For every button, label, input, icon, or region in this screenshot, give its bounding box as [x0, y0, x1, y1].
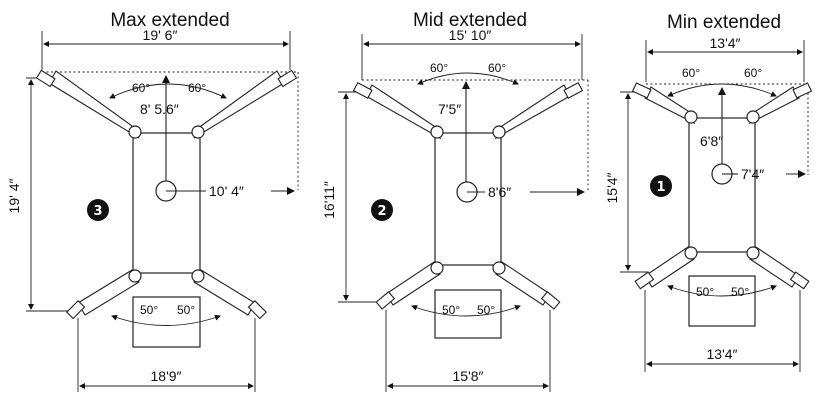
position-badge-number: 2: [377, 204, 386, 219]
bottom-angle-left: 50°: [442, 303, 460, 317]
position-badge: [87, 199, 109, 221]
lift-base: [132, 296, 201, 348]
bottom-angle-left: 50°: [140, 303, 158, 317]
bottom-angle-right: 50°: [177, 303, 195, 317]
top-width-dimension: 13'4″: [710, 35, 741, 51]
lift-title: Max extended: [110, 10, 229, 31]
pivot-joint: [128, 269, 142, 283]
lower-left-arm: [66, 269, 140, 320]
top-angle-left: 60°: [682, 66, 700, 80]
bottom-width-dimension: 13'4″: [707, 346, 738, 362]
lift-title: Mid extended: [413, 10, 527, 31]
bottom-width-dimension: 18'9″: [151, 368, 182, 384]
pivot-joint: [191, 269, 205, 283]
upper-right-arm: [193, 69, 298, 139]
pivot-joint: [430, 261, 444, 275]
pivot-joint: [128, 125, 142, 139]
top-angle-right: 60°: [744, 66, 762, 80]
position-badge-number: 1: [656, 180, 665, 195]
position-badge-number: 3: [93, 204, 102, 219]
lower-left-arm: [375, 261, 441, 310]
pivot-joint: [492, 125, 506, 139]
top-angle-arc: [109, 83, 227, 99]
pivot-joint: [684, 246, 698, 260]
pivot-joint: [684, 110, 698, 124]
position-badge: [371, 199, 393, 221]
horizontal-reach-label: 10' 4″: [209, 183, 244, 199]
pivot-joint: [746, 246, 760, 260]
vertical-reach-label: 8' 5.6″: [140, 101, 179, 117]
bottom-width-dimension: 15'8″: [453, 368, 484, 384]
pivot-joint: [492, 261, 506, 275]
bottom-angle-right: 50°: [731, 285, 749, 299]
upper-right-arm: [494, 81, 584, 140]
top-width-dimension: 19' 6″: [143, 27, 178, 43]
height-dimension: 15'4″: [604, 172, 620, 203]
top-angle-left: 60°: [430, 61, 448, 75]
lift-mid-extended: Mid extended 15' 10″ 16'11″: [321, 10, 589, 392]
pivot-joint: [746, 110, 760, 124]
top-width-dimension: 15' 10″: [449, 27, 492, 43]
upper-left-arm: [352, 81, 442, 140]
horizontal-reach-label: 7'4″: [741, 166, 764, 182]
top-angle-arc: [417, 72, 519, 85]
height-dimension: 19' 4″: [6, 179, 22, 214]
top-angle-arc: [667, 83, 777, 97]
lower-right-arm: [495, 261, 561, 310]
lift-base: [688, 275, 756, 327]
vertical-reach-label: 7'5″: [438, 101, 461, 117]
lift-min-extended: Min extended 13'4″ 15'4″: [604, 12, 813, 372]
pivot-joint: [191, 125, 205, 139]
horizontal-reach-label: 8'6″: [488, 184, 511, 200]
upper-left-arm: [631, 82, 696, 125]
bottom-angle-left: 50°: [696, 285, 714, 299]
lift-max-extended: Max extended 19' 6″ 19' 4″: [6, 10, 299, 392]
pivot-joint: [430, 125, 444, 139]
top-angle-right: 60°: [188, 81, 206, 95]
bottom-angle-arc: [411, 304, 521, 317]
lift-title: Min extended: [667, 12, 781, 33]
height-dimension: 16'11″: [321, 181, 337, 219]
bottom-angle-arc: [111, 314, 221, 326]
vertical-reach-label: 6'8″: [700, 133, 723, 149]
upper-left-arm: [35, 69, 140, 139]
top-angle-left: 60°: [132, 81, 150, 95]
top-angle-right: 60°: [488, 61, 506, 75]
bottom-angle-right: 50°: [477, 303, 495, 317]
position-badge: [650, 175, 672, 197]
bottom-angle-arc: [667, 284, 777, 297]
lower-right-arm: [193, 269, 267, 320]
